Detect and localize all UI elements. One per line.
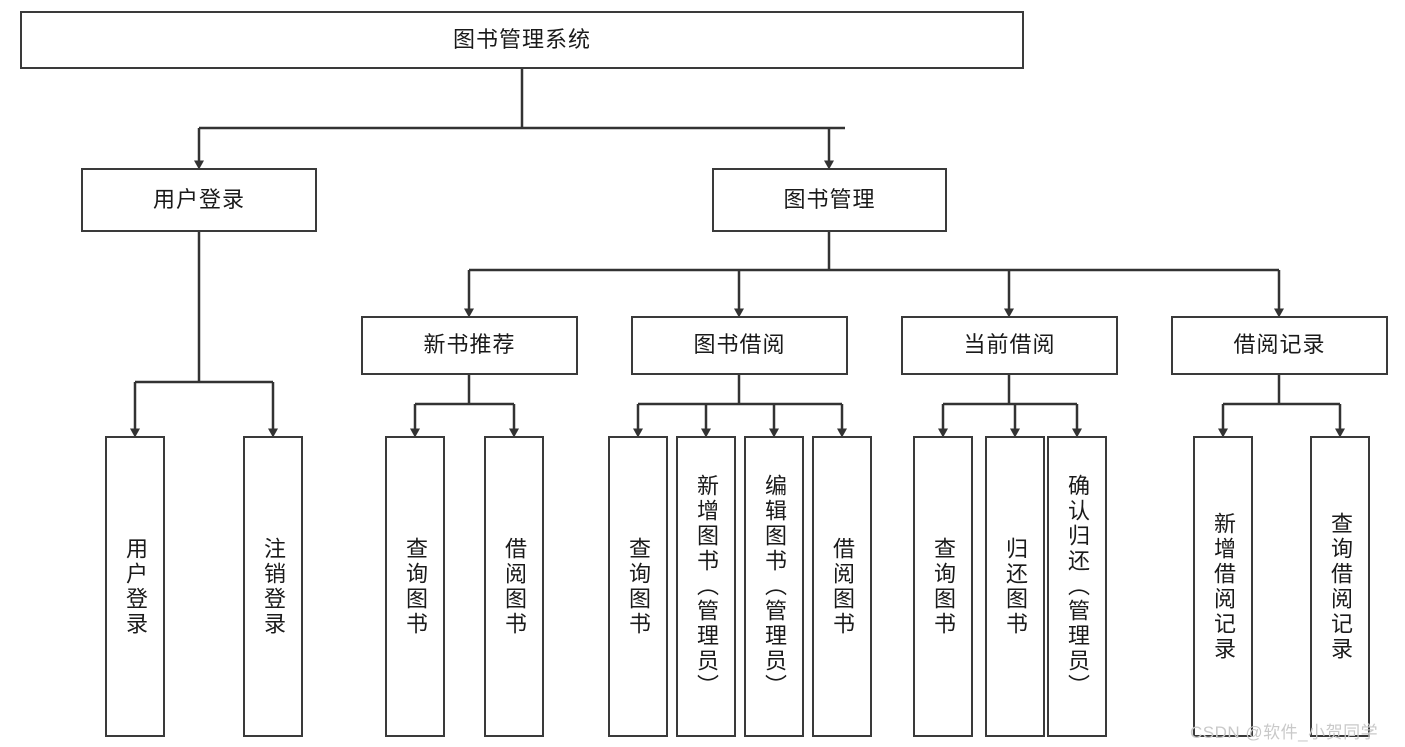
leaf-query-book-borrow[interactable]: 查询图书 (608, 436, 668, 737)
node-root[interactable]: 图书管理系统 (20, 11, 1024, 69)
leaf-query-book-new-label: 查询图书 (403, 536, 428, 637)
leaf-query-borrow-record[interactable]: 查询借阅记录 (1310, 436, 1370, 737)
node-current-borrow[interactable]: 当前借阅 (901, 316, 1118, 375)
node-current-borrow-label: 当前借阅 (963, 332, 1056, 358)
leaf-edit-book-admin-label: 编辑图书（管理员） (762, 474, 787, 699)
leaf-user-login[interactable]: 用户登录 (105, 436, 165, 737)
leaf-query-book-current-label: 查询图书 (931, 536, 956, 637)
leaf-return-book[interactable]: 归还图书 (985, 436, 1045, 737)
node-book-management-label: 图书管理 (783, 186, 876, 212)
leaf-edit-book-admin[interactable]: 编辑图书（管理员） (744, 436, 804, 737)
leaf-borrow-book-new-label: 借阅图书 (502, 536, 527, 637)
leaf-borrow-book-new[interactable]: 借阅图书 (484, 436, 544, 737)
leaf-query-book-current[interactable]: 查询图书 (913, 436, 973, 737)
leaf-user-login-label: 用户登录 (123, 536, 148, 637)
node-new-book-recommend[interactable]: 新书推荐 (361, 316, 578, 375)
node-borrow-record-label: 借阅记录 (1233, 332, 1326, 358)
node-user-login-label: 用户登录 (152, 186, 245, 212)
leaf-borrow-book[interactable]: 借阅图书 (812, 436, 872, 737)
leaf-confirm-return-admin-label: 确认归还（管理员） (1065, 474, 1090, 699)
leaf-borrow-book-label: 借阅图书 (830, 536, 855, 637)
node-book-management[interactable]: 图书管理 (712, 168, 947, 232)
leaf-query-borrow-record-label: 查询借阅记录 (1328, 511, 1353, 662)
leaf-logout[interactable]: 注销登录 (243, 436, 303, 737)
node-book-borrow-label: 图书借阅 (693, 332, 786, 358)
leaf-query-book-borrow-label: 查询图书 (626, 536, 651, 637)
node-borrow-record[interactable]: 借阅记录 (1171, 316, 1388, 375)
node-book-borrow[interactable]: 图书借阅 (631, 316, 848, 375)
leaf-return-book-label: 归还图书 (1003, 536, 1028, 637)
leaf-add-book-admin-label: 新增图书（管理员） (694, 474, 719, 699)
csdn-watermark: CSDN @软件_小贺同学 (1190, 723, 1379, 742)
node-user-login[interactable]: 用户登录 (81, 168, 317, 232)
node-root-label: 图书管理系统 (452, 26, 591, 52)
leaf-add-borrow-record-label: 新增借阅记录 (1211, 511, 1236, 662)
node-new-book-recommend-label: 新书推荐 (423, 332, 516, 358)
leaf-confirm-return-admin[interactable]: 确认归还（管理员） (1047, 436, 1107, 737)
leaf-logout-label: 注销登录 (261, 536, 286, 637)
leaf-add-borrow-record[interactable]: 新增借阅记录 (1193, 436, 1253, 737)
leaf-add-book-admin[interactable]: 新增图书（管理员） (676, 436, 736, 737)
leaf-query-book-new[interactable]: 查询图书 (385, 436, 445, 737)
